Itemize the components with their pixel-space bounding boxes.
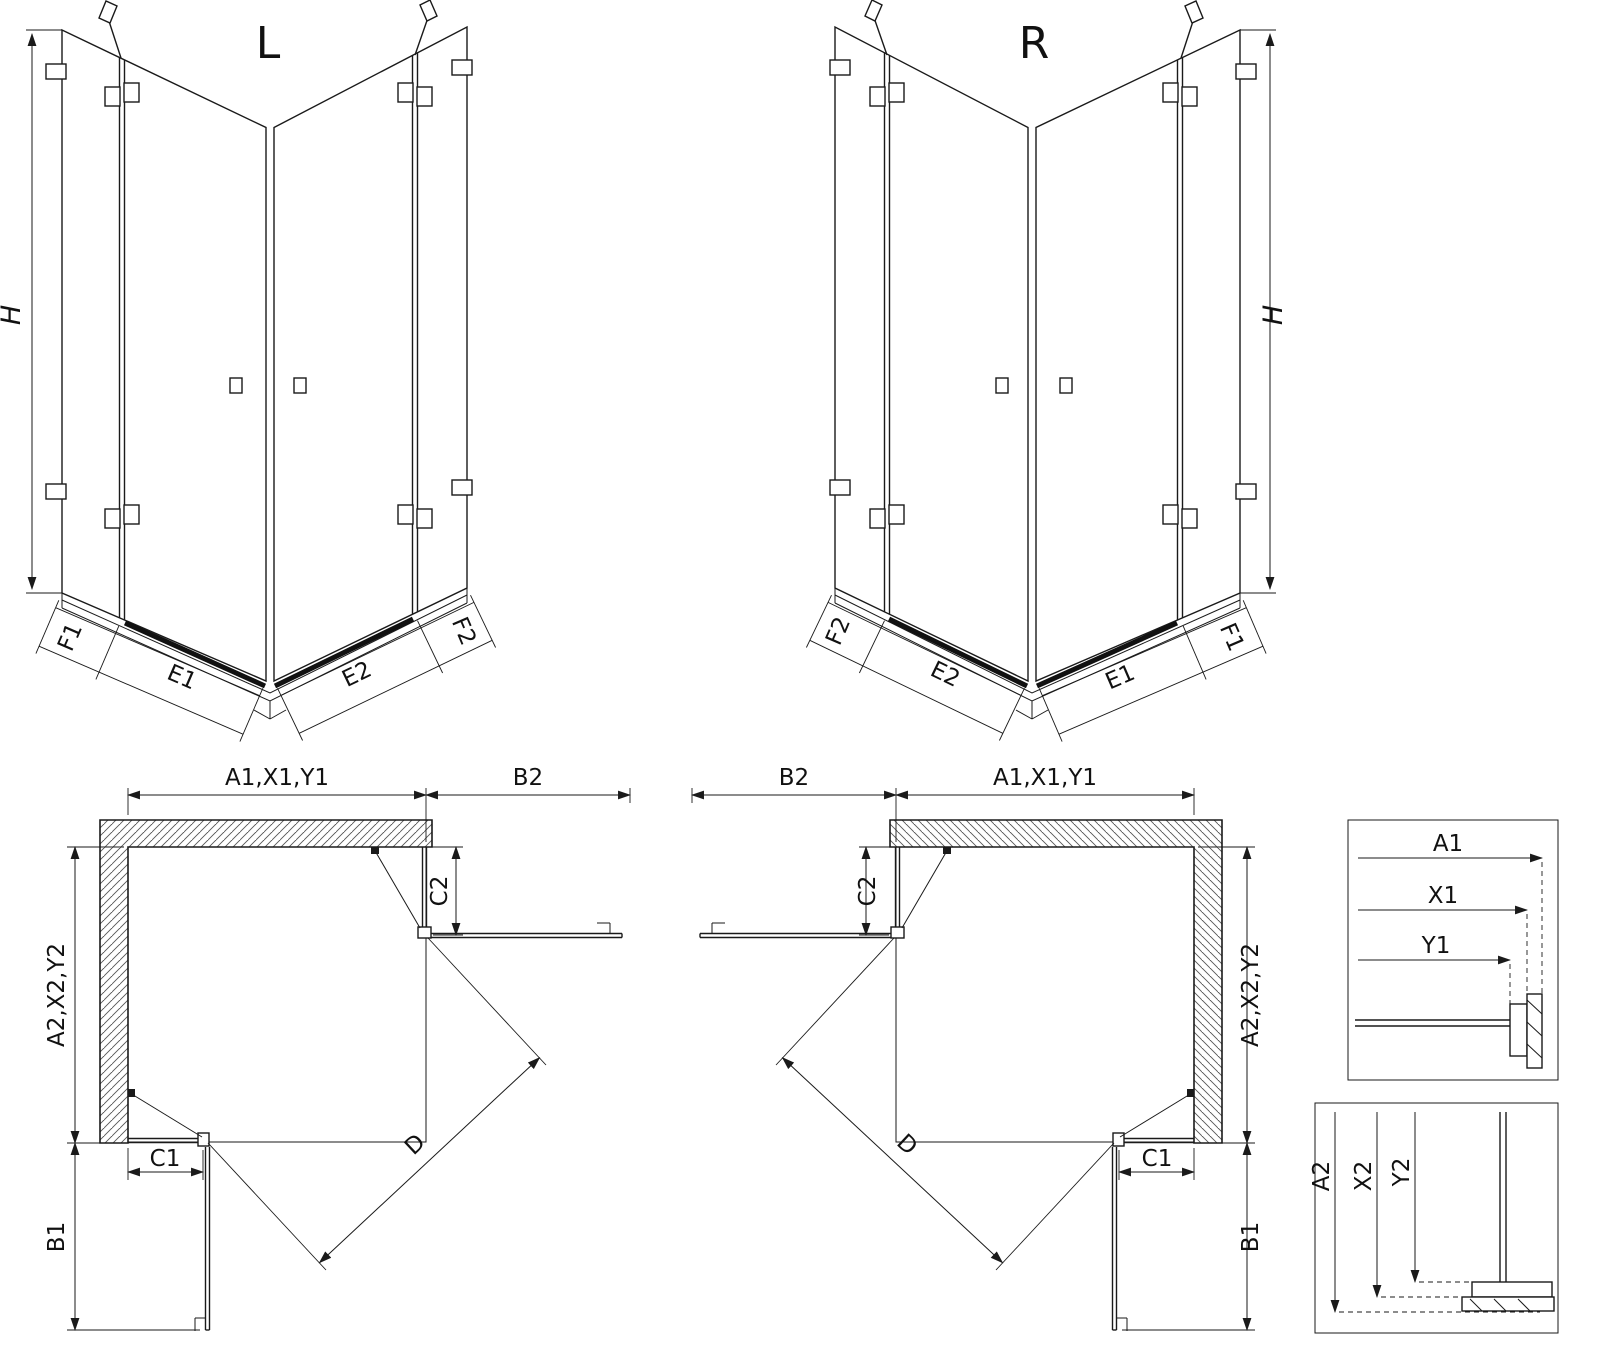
dim-label-f1-left: F1	[53, 619, 88, 655]
dim-label-h-left: H	[0, 305, 27, 325]
dim-label-a2x2y2-left: A2,X2,Y2	[44, 943, 70, 1047]
dim-label-c2-left: C2	[427, 876, 453, 907]
detail-label-y2: Y2	[1389, 1158, 1415, 1188]
dim-label-f2-left: F2	[446, 613, 481, 649]
dim-label-h-right: H	[1258, 305, 1289, 325]
dim-label-b1-right: B1	[1238, 1222, 1264, 1252]
detail-label-a2: A2	[1309, 1161, 1335, 1191]
plan-view-right: B2 A1,X1,Y1 C2 A2,X2,Y2 B1 C1 D	[692, 765, 1264, 1331]
dim-label-a1x1y1-right: A1,X1,Y1	[993, 765, 1097, 791]
dim-label-c2-right: C2	[855, 876, 881, 907]
dim-label-c1-left: C1	[150, 1146, 181, 1172]
front-view-left: L H F1 E1 E2 F2	[0, 0, 496, 742]
dim-label-b1-left: B1	[44, 1222, 70, 1252]
dim-label-a2x2y2-right: A2,X2,Y2	[1238, 943, 1264, 1047]
dim-label-e1-right: E1	[1102, 660, 1139, 695]
dim-label-b2-right: B2	[779, 765, 809, 791]
dim-label-e2-right: E2	[926, 657, 964, 693]
variant-label-right: R	[1019, 18, 1050, 69]
plan-view-left: A1,X1,Y1 B2 C2 A2,X2,Y2 B1 C1 D	[44, 765, 630, 1331]
dim-label-f1-right: F1	[1214, 619, 1249, 655]
dim-label-f2-right: F2	[821, 613, 856, 649]
dim-label-e1-left: E1	[163, 660, 200, 695]
variant-label-left: L	[256, 18, 281, 69]
dim-label-b2-left: B2	[513, 765, 543, 791]
detail-label-x2: X2	[1351, 1161, 1377, 1191]
detail-width-references: A1 X1 Y1	[1347, 819, 1559, 1081]
detail-label-x1: X1	[1428, 883, 1458, 909]
dim-label-c1-right: C1	[1142, 1146, 1173, 1172]
detail-label-a1: A1	[1433, 831, 1463, 857]
detail-depth-references: A2 X2 Y2	[1309, 1102, 1559, 1334]
dim-label-a1x1y1-left: A1,X1,Y1	[225, 765, 329, 791]
dim-label-e2-left: E2	[338, 657, 376, 693]
detail-label-y1: Y1	[1421, 933, 1451, 959]
front-view-right: R H F2 E2 E1 F1	[806, 0, 1289, 742]
